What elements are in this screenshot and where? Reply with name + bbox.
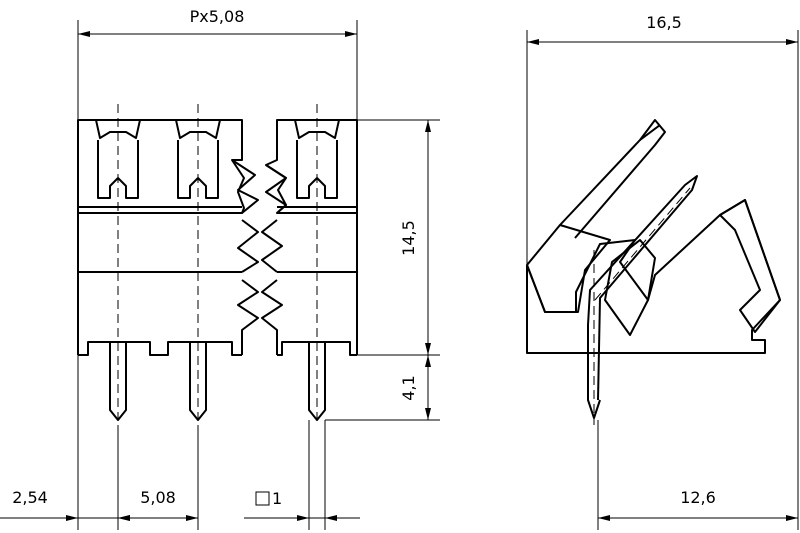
dim-body-height: 14,5 — [357, 119, 440, 356]
label-pin-square: 1 — [272, 489, 282, 508]
clamp-detail-3 — [294, 119, 340, 199]
square-icon — [255, 491, 270, 506]
dim-pin-square: 1 — [244, 420, 360, 530]
dim-side-footprint: 12,6 — [597, 300, 799, 530]
label-offset: 2,54 — [12, 488, 48, 507]
label-body-height: 14,5 — [399, 220, 418, 256]
dim-pitch-total: Px5,08 — [77, 7, 358, 120]
label-pitch-total: Px5,08 — [190, 7, 245, 26]
clamp-detail-2 — [175, 119, 221, 199]
clamp-detail-1 — [95, 119, 141, 199]
label-side-width: 16,5 — [646, 13, 682, 32]
dim-side-width: 16,5 — [526, 13, 799, 300]
dim-pitch: 5,08 — [118, 425, 199, 530]
label-side-footprint: 12,6 — [680, 488, 716, 507]
side-view — [526, 119, 781, 425]
label-pitch: 5,08 — [140, 488, 176, 507]
front-view — [77, 104, 358, 425]
label-pin-length: 4,1 — [399, 375, 418, 400]
dim-pin-length: 4,1 — [325, 355, 440, 421]
